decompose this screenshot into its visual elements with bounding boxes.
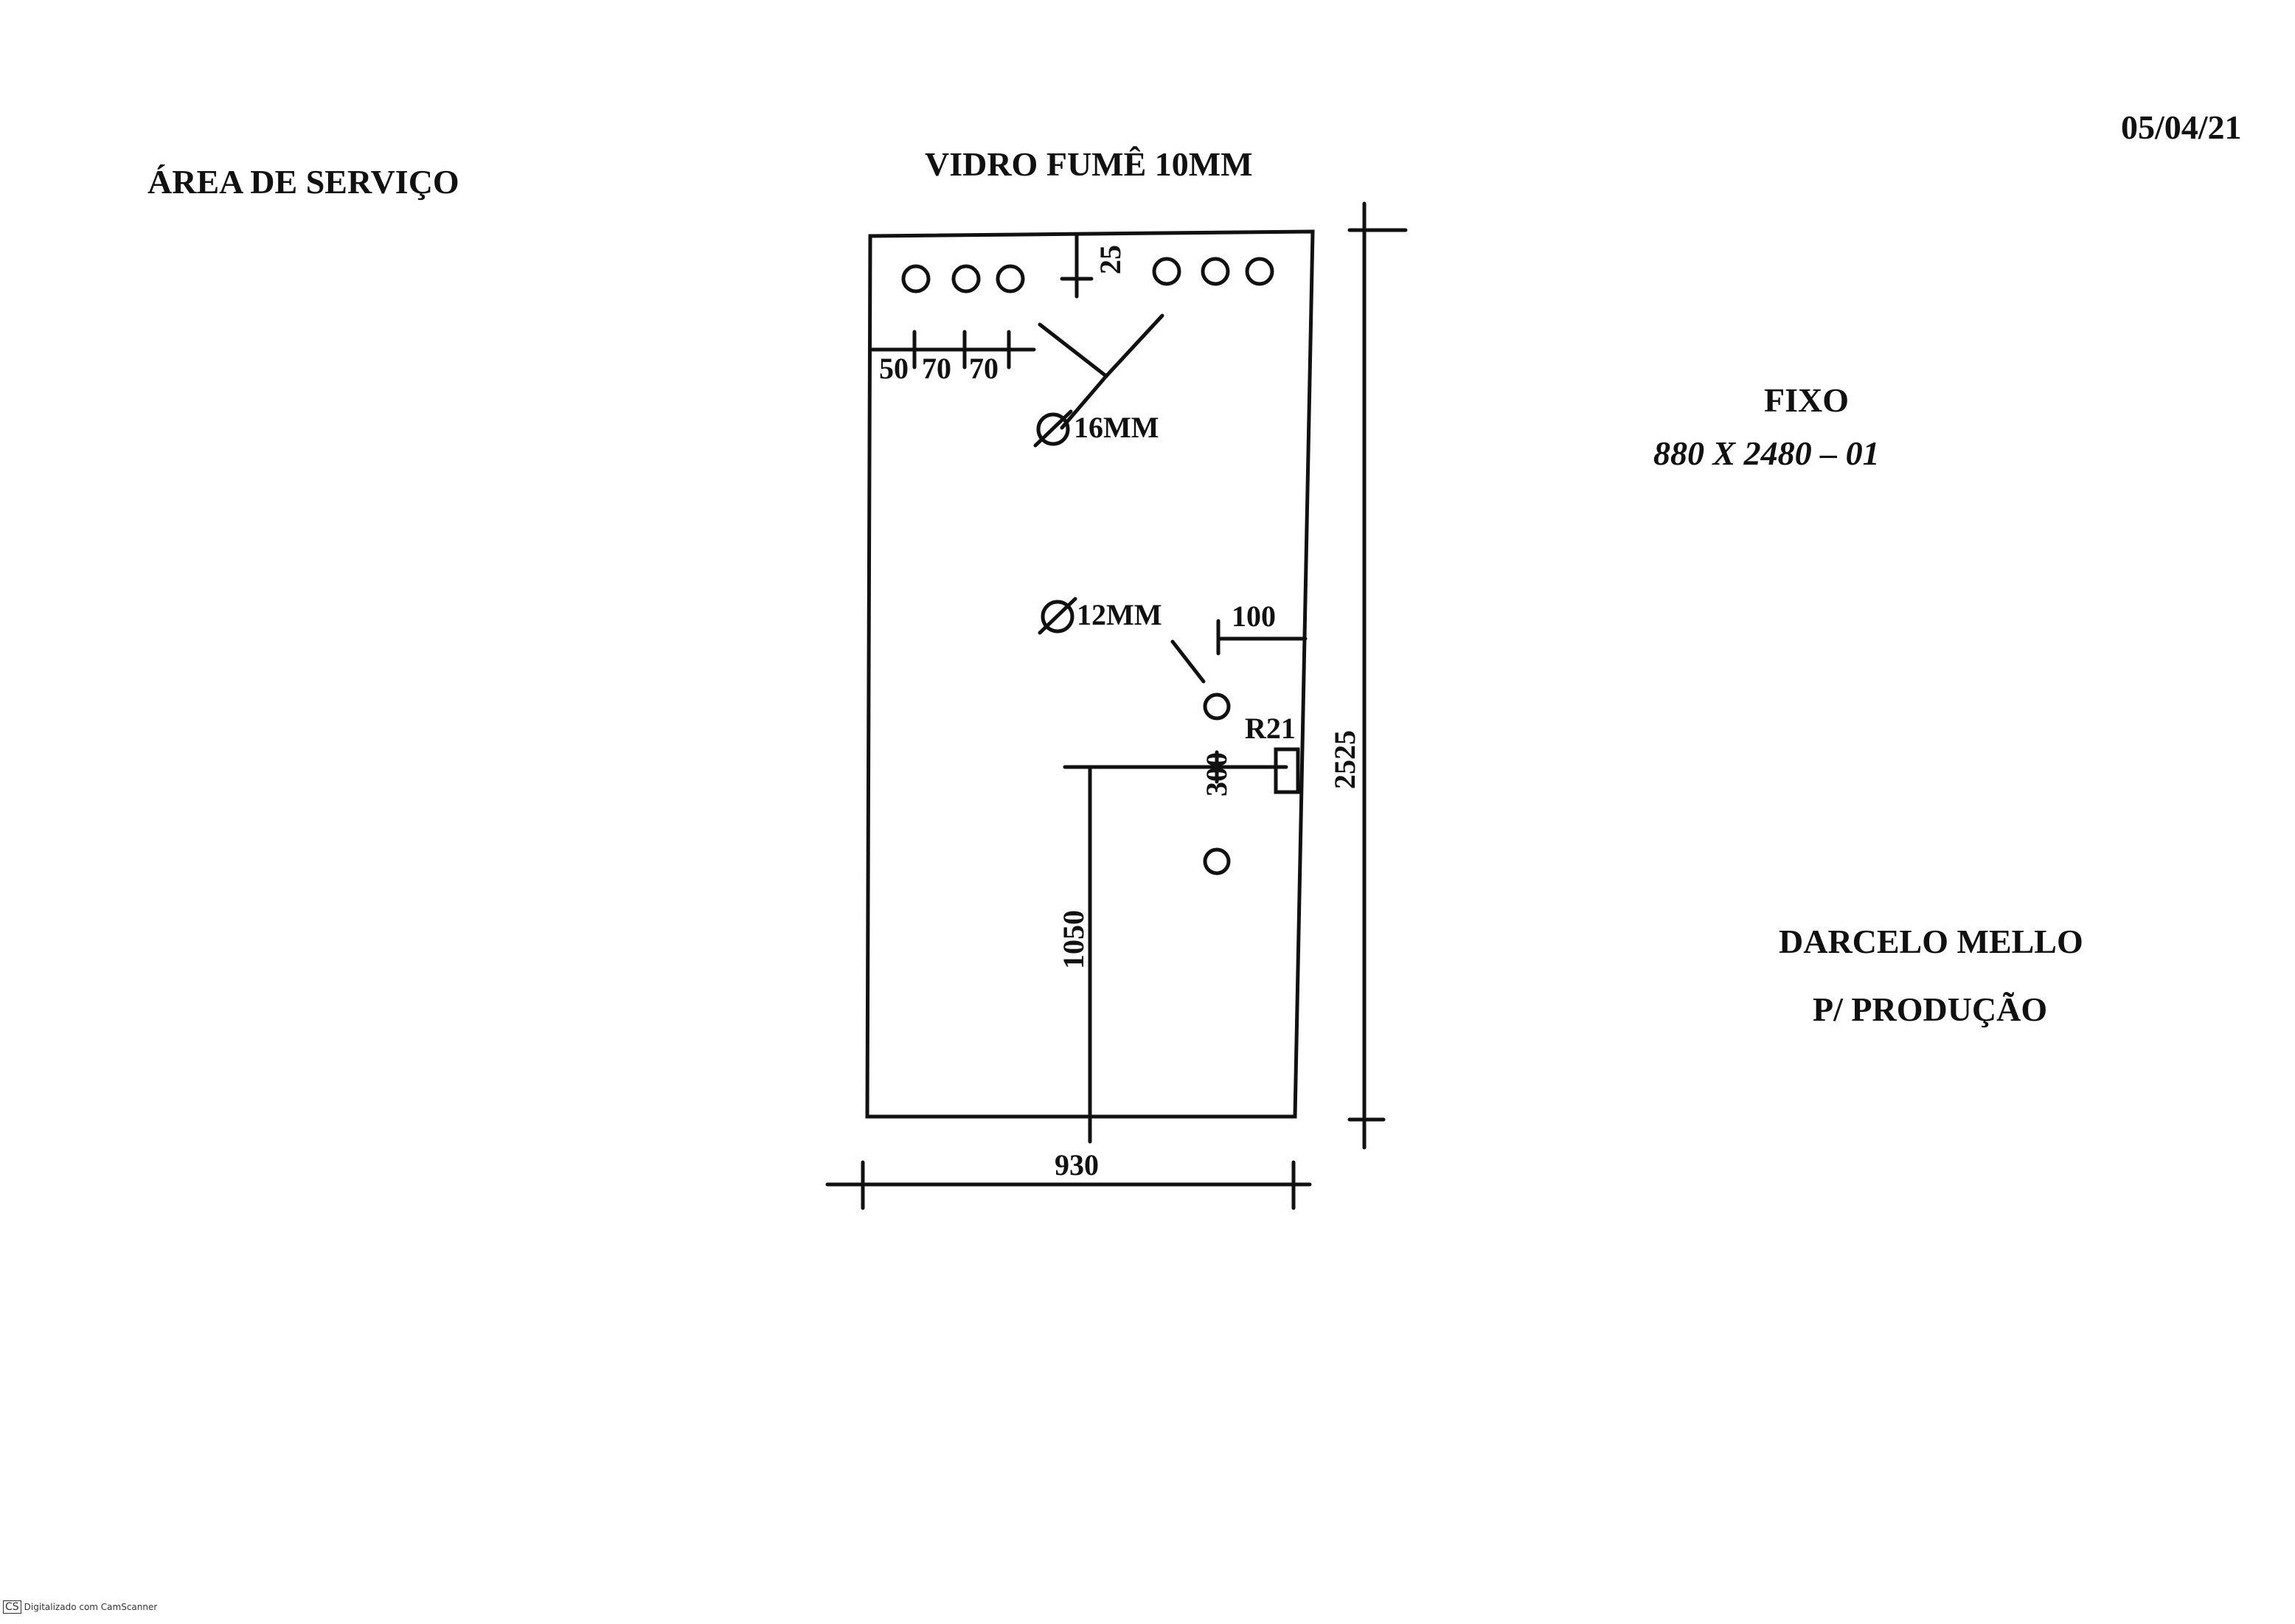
hole-top-right-2 [1201,257,1230,286]
hole-top-left-3 [996,264,1025,294]
glass-panel-outline [865,229,1315,1119]
diameter-16mm-slash [1033,409,1073,448]
notch-r21 [1274,747,1300,794]
leader-12mm [1170,639,1206,684]
glass-size: 880 X 2480 – 01 [1653,434,1880,472]
dim-25: 25 [1094,245,1127,274]
dim-spacing-50: 50 [879,352,909,385]
dim-300: 300 [1200,752,1233,797]
dim-spacing-70-a: 70 [922,352,951,385]
leader-16mm-1 [1038,322,1108,378]
scanner-stamp: CS Digitalizado com CamScanner [3,1600,157,1614]
diameter-16mm-icon [1036,412,1070,446]
hole-top-left-1 [901,264,931,294]
hole-small-label: 12MM [1077,598,1162,631]
radius-label: R21 [1245,712,1296,745]
dim-spacing-70-b: 70 [969,352,999,385]
hole-side-lower [1203,847,1231,875]
scanner-text: Digitalizado com CamScanner [24,1602,158,1612]
glass-type: FIXO [1764,381,1849,419]
material-label: VIDRO FUMÊ 10MM [925,145,1253,183]
dim-1050: 1050 [1057,910,1090,969]
signature-name: DARCELO MELLO [1779,923,2083,960]
leader-16mm-3 [1060,374,1108,430]
date-label: 05/04/21 [2121,108,2242,146]
dim-100: 100 [1232,600,1276,633]
diameter-12mm-slash [1038,597,1077,635]
scanner-logo: CS [3,1600,21,1614]
hole-top-left-2 [951,264,981,294]
dim-930: 930 [1055,1148,1099,1181]
leader-16mm-2 [1104,313,1164,378]
hole-top-right-1 [1152,257,1181,286]
hole-side-upper [1203,693,1231,721]
hole-large-label: 16MM [1074,411,1159,444]
diameter-12mm-icon [1041,600,1074,634]
dim-2525: 2525 [1328,730,1361,789]
hole-top-right-3 [1245,257,1274,286]
area-label: ÁREA DE SERVIÇO [147,163,459,201]
signature-purpose: P/ PRODUÇÃO [1813,990,2048,1028]
